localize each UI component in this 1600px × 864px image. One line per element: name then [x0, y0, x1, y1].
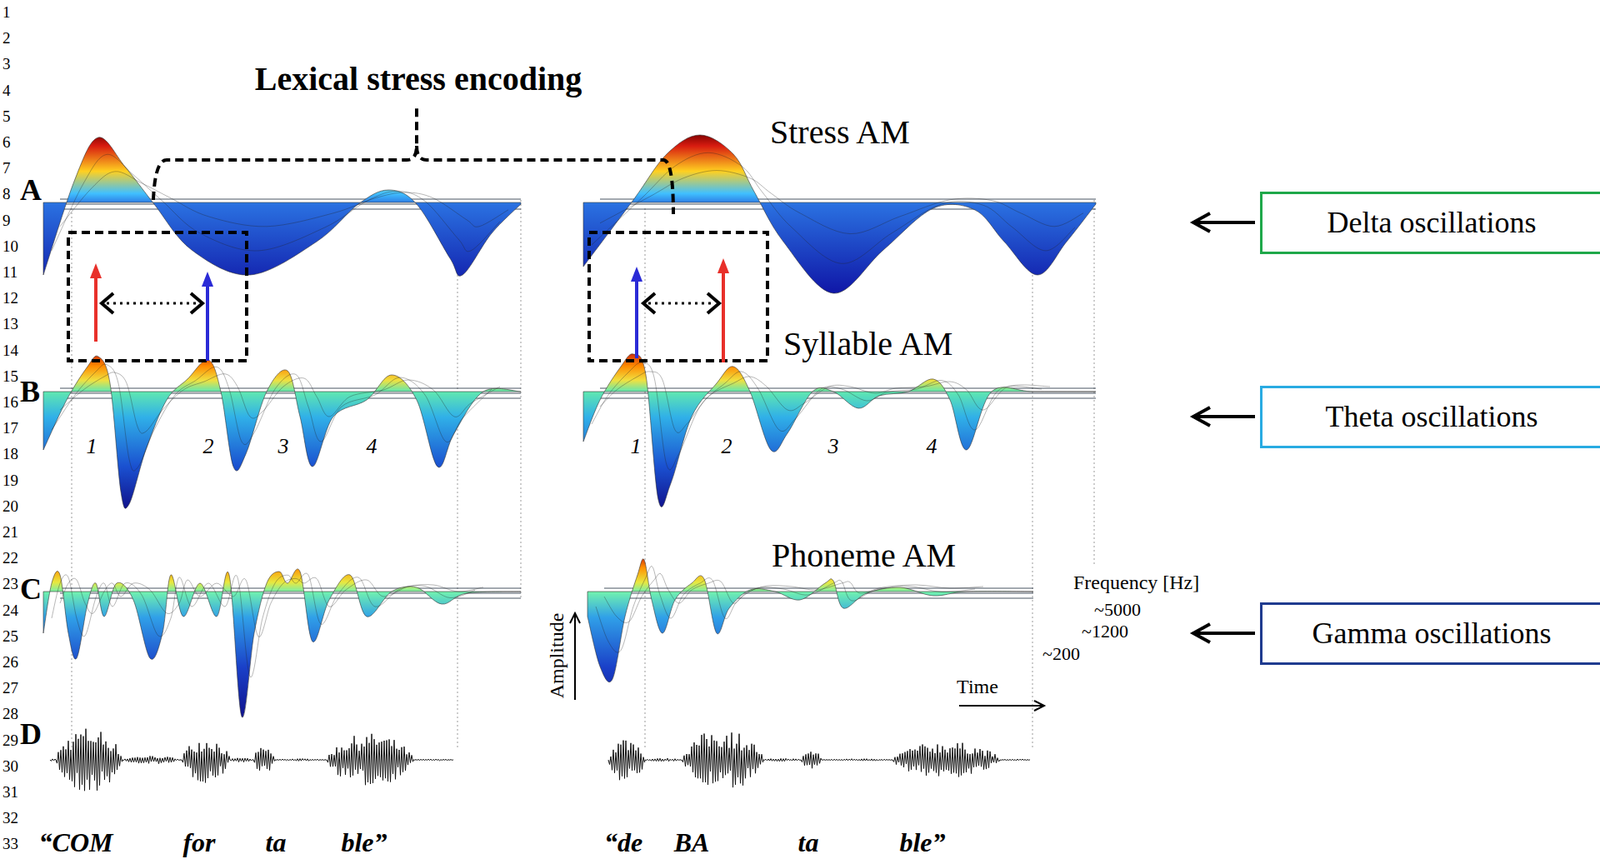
- surface-plot: [43, 569, 521, 718]
- tick-label: ~5000: [1094, 600, 1141, 620]
- surface-plot: [583, 135, 1096, 294]
- mesh-line: [604, 573, 984, 623]
- surface-plot: [43, 355, 521, 509]
- line-number: 24: [2, 601, 19, 620]
- line-number: 12: [2, 290, 19, 308]
- syllable-number: 4: [366, 435, 378, 460]
- line-number: 27: [2, 680, 19, 698]
- line-number: 20: [2, 497, 19, 515]
- line-number: 26: [2, 654, 19, 672]
- line-number: 31: [2, 784, 19, 802]
- guide-lines: [71, 200, 1095, 750]
- line-number: 25: [2, 627, 19, 645]
- syllable-word: ble”: [899, 828, 945, 858]
- line-number: 23: [2, 575, 19, 594]
- mesh-line: [595, 566, 975, 653]
- panel-letter: B: [20, 375, 40, 410]
- heading: Lexical stress encoding: [255, 60, 583, 98]
- surface-plots: [43, 135, 1096, 718]
- plot-label: Phoneme AM: [771, 537, 956, 575]
- syllable-number: 2: [721, 435, 733, 460]
- tick-label: ~1200: [1081, 621, 1129, 642]
- panel-letter: C: [20, 573, 42, 607]
- line-number: 8: [2, 185, 11, 204]
- syllable-word: ta: [265, 828, 287, 858]
- plot-label: Syllable AM: [783, 325, 953, 363]
- line-number: 1: [2, 4, 11, 22]
- line-number: 19: [2, 471, 19, 490]
- line-number: 21: [2, 524, 19, 542]
- axis-arrows: [570, 613, 1045, 711]
- dashed-boxes: [68, 108, 768, 361]
- mesh-line: [60, 577, 484, 637]
- oscillation-box: Delta oscillations: [1260, 191, 1600, 255]
- mesh-line: [51, 154, 500, 251]
- mesh-line: [51, 364, 492, 471]
- line-number: 3: [2, 55, 11, 74]
- oscillation-box: Theta oscillations: [1260, 385, 1600, 449]
- tick-label: ~200: [1042, 644, 1080, 665]
- grid-line: [600, 388, 1096, 390]
- mesh-line: [600, 371, 1050, 433]
- axis-label: Frequency [Hz]: [1073, 571, 1200, 594]
- box-label: Gamma oscillations: [1312, 615, 1552, 651]
- box-label: Delta oscillations: [1327, 205, 1537, 240]
- line-number: 6: [2, 134, 11, 152]
- line-number: 15: [2, 367, 19, 385]
- line-number: 28: [2, 705, 19, 724]
- line-number: 33: [2, 835, 19, 854]
- line-number: 29: [2, 731, 19, 750]
- axis-label: Amplitude: [545, 613, 568, 700]
- line-number: 16: [2, 394, 19, 412]
- mesh-line: [591, 362, 1042, 470]
- line-number: 32: [2, 810, 19, 828]
- syllable-number: 3: [828, 435, 840, 460]
- line-number: 14: [2, 341, 19, 360]
- line-number: 22: [2, 550, 19, 568]
- line-number: 17: [2, 420, 19, 438]
- box-label: Theta oscillations: [1325, 399, 1539, 435]
- line-number: 5: [2, 107, 11, 125]
- line-number: 18: [2, 445, 19, 464]
- speech-waveform: [50, 729, 454, 792]
- line-number: 10: [2, 237, 19, 255]
- surface-plot: [583, 354, 1096, 508]
- line-number: 11: [2, 264, 18, 282]
- line-number: 30: [2, 757, 19, 775]
- syllable-word: “de: [604, 828, 643, 858]
- axis-label: Time: [956, 675, 999, 698]
- syllable-word: ble”: [340, 828, 387, 858]
- syllable-number: 1: [86, 435, 98, 460]
- surface-plot: [587, 559, 1034, 683]
- plot-label: Stress AM: [770, 114, 910, 151]
- mesh-line: [60, 372, 500, 434]
- surface-plot: [43, 137, 521, 276]
- line-number: 4: [2, 81, 11, 100]
- line-number: 9: [2, 211, 11, 230]
- stress-arrows: [90, 258, 730, 363]
- syllable-word: ta: [798, 828, 820, 858]
- speech-waveform: [608, 732, 1030, 788]
- mesh-line: [51, 573, 475, 678]
- line-number: 2: [2, 30, 11, 48]
- line-number: 7: [2, 160, 11, 178]
- leader-arrows: [1193, 213, 1255, 643]
- panel-letter: A: [20, 174, 42, 208]
- syllable-word: BA: [674, 828, 710, 858]
- line-number: 13: [2, 315, 19, 334]
- mesh-line: [591, 152, 1075, 264]
- waveforms: [50, 729, 1030, 792]
- syllable-word: “COM: [39, 828, 114, 858]
- mesh-line: [60, 171, 509, 228]
- oscillation-box: Gamma oscillations: [1260, 602, 1600, 665]
- syllable-number: 4: [926, 435, 938, 460]
- syllable-number: 1: [630, 435, 642, 460]
- syllable-number: 2: [203, 435, 215, 460]
- syllable-word: for: [182, 828, 215, 858]
- syllable-number: 3: [278, 435, 290, 460]
- panel-letter: D: [20, 718, 42, 752]
